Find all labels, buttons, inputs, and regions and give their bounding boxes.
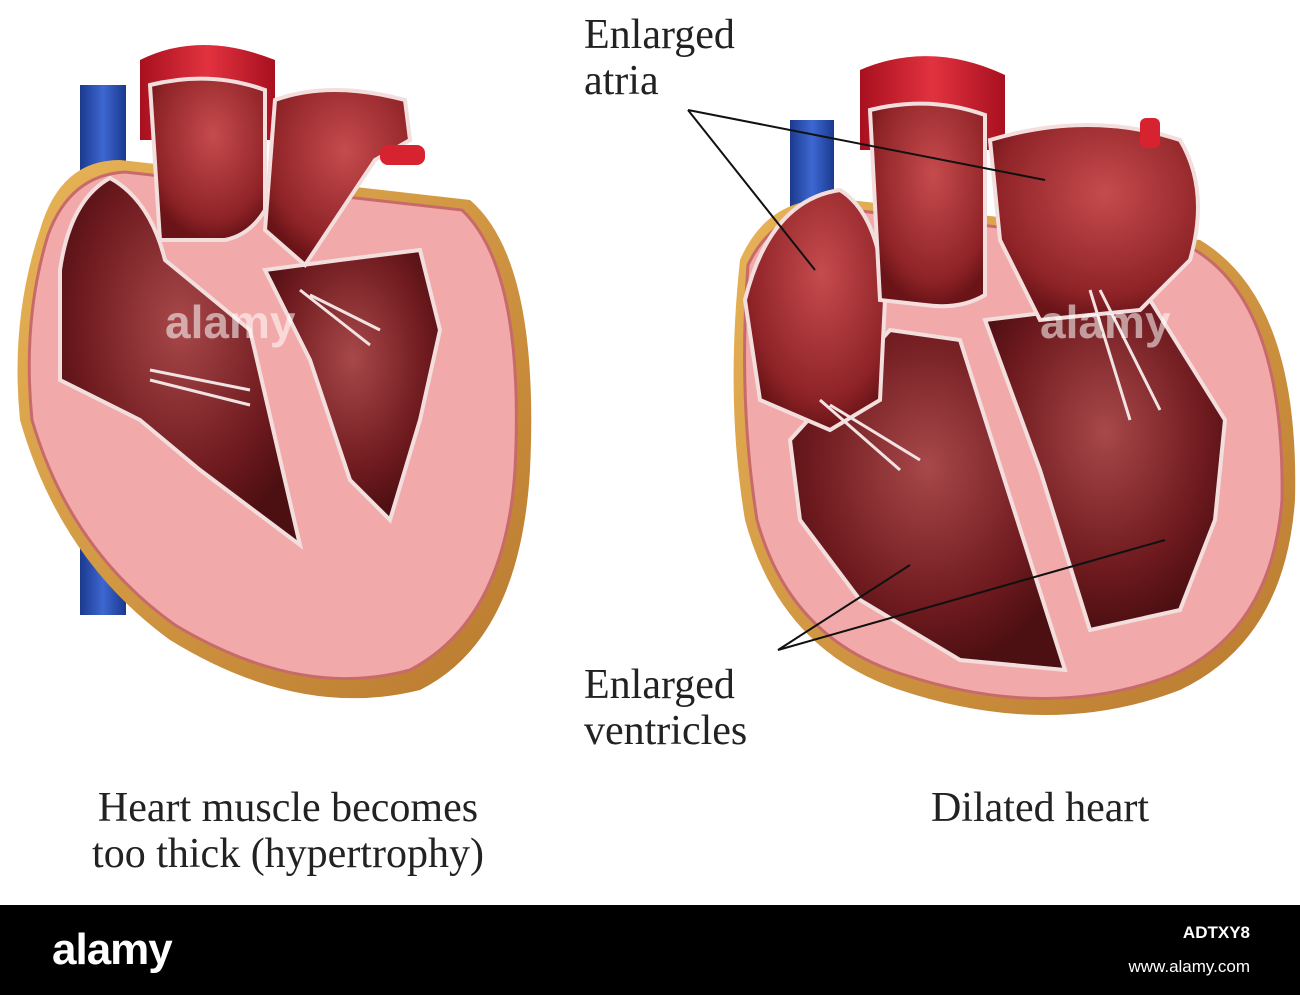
- footer-logo: alamy: [52, 925, 173, 974]
- pulmonary-vessel-right: [1140, 118, 1160, 148]
- atrium-top-left-a: [147, 76, 267, 242]
- right-chamber-left-heart: [58, 175, 304, 550]
- footer-image-id: ADTXY8: [1182, 923, 1250, 942]
- hypertrophy-heart: [17, 45, 532, 699]
- caption-hypertrophy-line1: Heart muscle becomes: [97, 785, 479, 831]
- watermark-right: alamy: [1040, 296, 1171, 348]
- stock-footer-bar: alamy ADTXY8 www.alamy.com: [0, 905, 1300, 995]
- label-enlarged-ventricles: Enlarged ventricles: [584, 662, 747, 754]
- label-enlarged-atria: Enlarged atria: [584, 12, 735, 104]
- valve-strands-right: [819, 289, 1162, 472]
- heart-illustration: [17, 45, 1296, 715]
- caption-hypertrophy-line2: too thick (hypertrophy): [92, 831, 484, 877]
- pulmonary-vessel-left: [380, 145, 425, 165]
- caption-hypertrophy: Heart muscle becomes too thick (hypertro…: [28, 785, 548, 877]
- valve-strands-left: [149, 288, 381, 407]
- footer-url: www.alamy.com: [1128, 957, 1250, 976]
- watermark-left: alamy: [165, 296, 296, 348]
- atrium-top-left-b: [262, 88, 413, 269]
- caption-dilated-heart: Dilated heart: [930, 785, 1150, 831]
- dilated-heart: [733, 56, 1296, 715]
- leader-ventricles-to-right: [777, 564, 911, 651]
- label-enlarged-atria-line2: atria: [584, 58, 659, 104]
- leader-atria-to-right-atrium: [687, 109, 816, 271]
- enlarged-left-atrium: [987, 123, 1200, 323]
- label-enlarged-ventricles-line2: ventricles: [584, 708, 748, 754]
- label-enlarged-atria-line1: Enlarged: [584, 12, 735, 58]
- left-ventricle-cavity-large: [982, 297, 1228, 633]
- label-enlarged-ventricles-line1: Enlarged: [584, 662, 735, 708]
- atrium-top-right-center: [867, 101, 987, 309]
- leader-ventricles-to-left: [777, 539, 1166, 651]
- leader-atria-to-left-atrium: [687, 109, 1046, 181]
- left-ventricle-cavity-small: [261, 247, 443, 524]
- leader-lines: [687, 109, 1166, 651]
